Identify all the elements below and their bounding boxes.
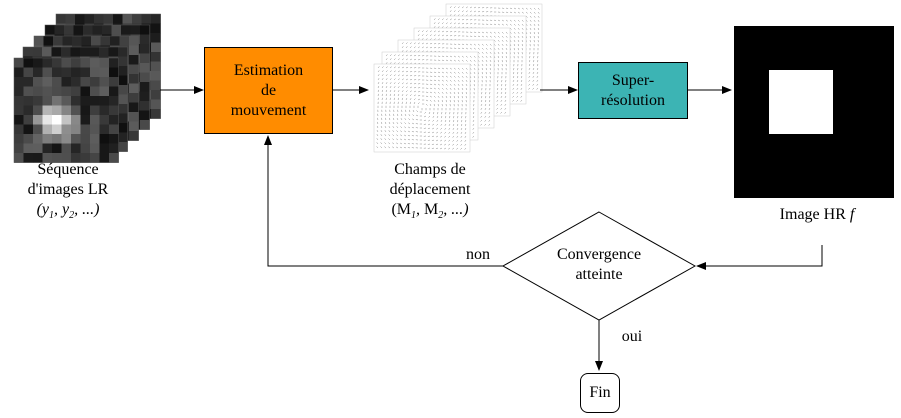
hr-label-var: f <box>849 206 855 223</box>
motion-line1: Estimation <box>233 61 304 79</box>
displacement-field-frame <box>373 63 471 153</box>
convergence-label: Convergence atteinte <box>524 245 674 285</box>
hr-label-text: Image HR <box>779 206 846 223</box>
lr-frame <box>13 57 119 163</box>
motion-estimation-box: Estimation de mouvement <box>204 47 333 134</box>
edge-label-oui: oui <box>621 328 643 345</box>
lr-sequence-label: Séquence d'images LR (y1, y2, ...) <box>8 160 128 222</box>
convergence-line1: Convergence <box>556 246 642 263</box>
edge-label-non: non <box>466 246 490 263</box>
hr-image-label: Image HR f <box>752 205 882 225</box>
end-label: Fin <box>589 384 611 401</box>
superres-line2: résolution <box>601 91 665 109</box>
fields-label-line1: Champs de <box>394 161 466 178</box>
lr-image-stack <box>13 13 161 163</box>
arrow-non-loop <box>264 135 503 267</box>
motion-line2: de <box>260 81 277 99</box>
end-box: Fin <box>580 373 620 413</box>
fields-label-line2: déplacement <box>389 181 471 198</box>
displacement-field-stack <box>373 3 543 153</box>
hr-image-square <box>769 70 833 134</box>
lr-label-line2: d'images LR <box>27 181 109 198</box>
motion-line3: mouvement <box>230 101 307 119</box>
lr-label-line1: Séquence <box>37 161 99 178</box>
arrow-hr-to-convergence <box>696 245 823 270</box>
fields-label-seq: (M1, M2, ...) <box>391 201 469 222</box>
superres-line1: Super- <box>611 71 655 89</box>
convergence-line2: atteinte <box>575 266 623 283</box>
super-resolution-box: Super- résolution <box>578 62 688 119</box>
displacement-fields-label: Champs de déplacement (M1, M2, ...) <box>360 160 500 222</box>
lr-label-seq: (y1, y2, ...) <box>36 201 100 222</box>
